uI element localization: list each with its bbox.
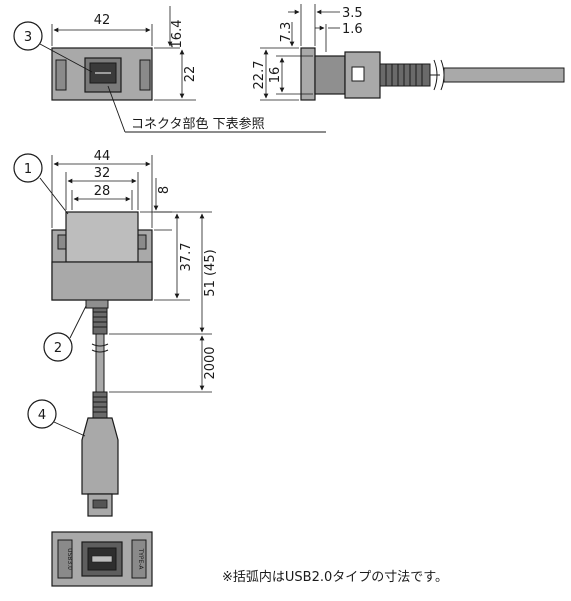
side-view: 3.5 1.6 7.3 22.7 16 bbox=[252, 4, 565, 101]
faceplate-clip-left bbox=[55, 59, 67, 91]
dim-offset-16-4: 16.4 bbox=[170, 20, 185, 49]
faceplate-clip-right bbox=[139, 59, 151, 91]
dim-3-5: 3.5 bbox=[342, 6, 363, 21]
dim-width-32: 32 bbox=[94, 166, 111, 181]
dim-1-6: 1.6 bbox=[342, 22, 363, 37]
dim-22-7: 22.7 bbox=[252, 61, 267, 90]
plate-left-label: USB3.0 bbox=[66, 548, 73, 570]
side-cable bbox=[443, 67, 565, 83]
body-connector bbox=[65, 211, 139, 263]
side-latch bbox=[351, 66, 365, 82]
callout-1-label: 1 bbox=[24, 162, 32, 177]
callout-4: 4 bbox=[27, 399, 86, 437]
dim-8: 8 bbox=[157, 186, 172, 194]
footnote-text: ※括弧内はUSB2.0タイプの寸法です。 bbox=[222, 569, 448, 585]
callout-1: 1 bbox=[13, 153, 69, 215]
dim-height-22: 22 bbox=[183, 66, 198, 83]
usb-plug-body bbox=[81, 417, 119, 495]
dim-51-45: 51 (45) bbox=[203, 249, 218, 296]
side-body bbox=[314, 55, 346, 95]
connector-note-text: コネクタ部色 下表参照 bbox=[131, 116, 265, 132]
callout-2-label: 2 bbox=[54, 341, 62, 356]
callout-3: 3 bbox=[13, 21, 93, 73]
bottom-faceplate: USB3.0 TYPE-A bbox=[51, 531, 153, 587]
dim-cable-2000: 2000 bbox=[203, 346, 218, 379]
dim-16: 16 bbox=[268, 67, 283, 84]
connector-note: コネクタ部色 下表参照 bbox=[107, 85, 326, 133]
dim-7-3: 7.3 bbox=[279, 22, 294, 43]
dim-width-28: 28 bbox=[94, 184, 111, 199]
body-cover bbox=[51, 261, 153, 301]
plate-right-label: TYPE-A bbox=[137, 548, 144, 571]
cable-assembly: 2000 bbox=[81, 333, 218, 517]
cable-upper bbox=[95, 333, 105, 393]
callout-3-label: 3 bbox=[24, 30, 32, 45]
main-body: 44 32 28 8 37.7 51 (45) bbox=[51, 149, 218, 335]
callout-4-label: 4 bbox=[38, 408, 46, 423]
dim-width-44: 44 bbox=[94, 149, 111, 164]
dim-width-42: 42 bbox=[94, 13, 111, 28]
front-view-part3: 42 16.4 22 bbox=[51, 6, 198, 101]
plug-strain-relief bbox=[92, 391, 108, 419]
callout-2: 2 bbox=[43, 305, 87, 362]
dim-37-7: 37.7 bbox=[179, 243, 194, 272]
